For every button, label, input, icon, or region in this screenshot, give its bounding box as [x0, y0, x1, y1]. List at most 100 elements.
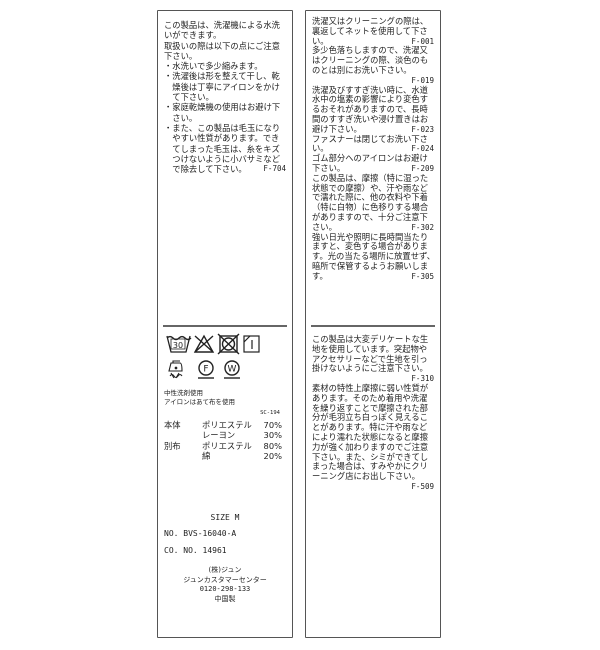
text-line: で濡れた際に、他の衣料や下着 [312, 192, 428, 203]
material: ポリエステル [202, 440, 252, 451]
divider [311, 325, 435, 327]
care-note: アイロンはあて布を使用 [164, 397, 236, 406]
product-number: NO. BVS-16040-A [164, 529, 237, 538]
reference-code: F-305 [411, 271, 434, 281]
percentage: 80% [263, 440, 282, 451]
percentage: 30% [263, 430, 282, 441]
text-line: 掛けないようにご注意下さい。 [312, 363, 428, 374]
co-number: CO. NO. 14961 [164, 546, 227, 555]
text-line: 間のすすぎ洗いや浸け置きはお [312, 113, 429, 124]
text-line: 洗濯及びすすぎ洗い時に、水道 [312, 84, 428, 95]
dry-clean-label: F [203, 365, 208, 375]
text-line: この製品は、洗濯機による水洗 [164, 20, 280, 30]
reference-code: F-019 [411, 75, 434, 85]
text: い。 [312, 35, 329, 46]
wet-clean-label: W [228, 365, 237, 375]
reference-code: F-509 [411, 481, 434, 491]
text-line: るおそれがありますので、長時 [312, 104, 428, 115]
text-line: さい。 [164, 112, 198, 123]
text-line: まった場合は、すみやかにクリ [312, 461, 428, 472]
text-line: あります。そのため着用や洗濯 [312, 392, 428, 403]
line-dry-shade-icon [243, 335, 260, 353]
percentage: 70% [263, 420, 282, 430]
text-line: 多少色落ちしますので、洗濯又 [312, 45, 428, 56]
wet-clean-w-icon [224, 360, 240, 379]
text-line: 暗所で保管するようお願いしま [312, 260, 429, 271]
text-line: つけないように小バサミなど [164, 153, 280, 164]
text-line: 状態での摩擦）や、汗や雨など [312, 182, 428, 193]
reference-code: F-302 [411, 222, 434, 232]
percentage: 20% [263, 450, 282, 461]
part-name: 別布 [164, 440, 181, 451]
text-line: ファスナーは閉じてお洗い下さ [312, 133, 428, 144]
text-line: す。光の当たる場所に放置せず、 [312, 251, 436, 262]
text-line: 地を使用しています。突起物や [312, 343, 428, 354]
text-line: 洗濯又はクリーニングの際は、 [312, 16, 429, 26]
reference-code: F-209 [411, 163, 434, 173]
text-line: やすい性質があります。でき [164, 133, 280, 144]
reference-code: F-024 [411, 144, 434, 154]
text: さい。 [312, 221, 337, 232]
size-label: SIZE M [210, 513, 240, 522]
text-line: ゴム部分へのアイロンはお避け [312, 153, 428, 164]
text-line: ・また、この製品は毛玉になり [164, 122, 281, 133]
text-line: 素材の特性上摩擦に弱い性質が [312, 382, 429, 393]
customer-center: ジュンカスタマーセンター [183, 575, 267, 584]
text: 避け下さい。 [312, 123, 362, 134]
text-line: この製品は大変デリケートな生 [312, 334, 429, 344]
text-line: アクセサリーなどで生地を引っ [312, 353, 428, 364]
company-name: (株)ジュン [208, 566, 242, 574]
composition-row: 綿 20% [164, 451, 282, 461]
material: ポリエステル [202, 420, 252, 430]
text-line: F-024 い。 [312, 143, 434, 154]
part-name [164, 430, 202, 440]
care-note: 中性洗剤使用 [164, 389, 203, 397]
wash-temp: 30 [173, 341, 183, 350]
text-line: 力が強く加わりますのでご注意 [312, 441, 429, 452]
text-line: のとは別にお洗い下さい。 [312, 64, 412, 75]
text-line: 裏返してネットを使用して下さ [312, 25, 428, 36]
text-line: とがあります。特に汗や雨など [312, 422, 428, 433]
material: 綿 [202, 450, 211, 461]
text-line: F-209 下さい。 [312, 162, 434, 174]
text-line: この製品は、摩擦（特に湿った [312, 172, 429, 183]
text-line: てしまった毛玉は、糸をキズ [164, 143, 280, 154]
text: い。 [312, 143, 329, 154]
text-line: ・洗濯後は形を整えて干し、乾 [164, 71, 280, 82]
part-name [164, 451, 202, 461]
reference-code: F-704 [263, 164, 286, 174]
care-label-left: この製品は、洗濯機による水洗いができます。取扱いの際は以下の点にご注意下さい。・… [157, 10, 293, 638]
wash-30-icon [166, 335, 192, 353]
country-of-origin: 中国製 [214, 594, 236, 603]
no-bleach-icon [193, 334, 215, 353]
no-tumble-dry-icon [217, 333, 240, 355]
text-line: により濡れた状態になると摩擦 [312, 431, 428, 442]
text-line: て下さい。 [164, 92, 214, 103]
text-line: 取扱いの際は以下の点にご注意 [164, 40, 280, 51]
text-line: 燥後は丁寧にアイロンをかけ [164, 81, 280, 92]
text-line: 強い日光や照明に長時間当たり [312, 231, 429, 242]
text-line: で除去して下さい。F-704 [164, 164, 286, 175]
text: 下さい。 [312, 162, 346, 173]
composition-row: 本体 ポリエステル 70% [164, 420, 282, 430]
sc-code: SC-194 [260, 410, 280, 416]
reference-code: F-023 [411, 124, 434, 134]
dry-clean-f-icon [198, 360, 214, 379]
text-line: ますと、変色する場合がありま [312, 241, 428, 252]
part-name: 本体 [164, 420, 181, 430]
text-line: 水中の塩素の影響により変色す [312, 94, 428, 105]
text-line: を繰り返すことで摩擦された部 [312, 402, 428, 413]
divider [163, 325, 287, 327]
iron-low-with-cloth-icon [168, 360, 183, 379]
text-line: ・水洗いで多少縮みます。 [164, 61, 263, 72]
text-line: ーニング店にお出し下さい。 [312, 471, 420, 482]
care-symbols: 30 F W [166, 333, 260, 379]
text-line: （特に白物）に色移りする場合 [312, 202, 429, 213]
reference-code: F-310 [411, 374, 434, 384]
text-line: がありますので、十分ご注意下 [312, 211, 428, 222]
text-line: はクリーニングの際、淡色のも [312, 55, 429, 66]
text-line: 下さい。また、シミができてし [312, 451, 429, 462]
